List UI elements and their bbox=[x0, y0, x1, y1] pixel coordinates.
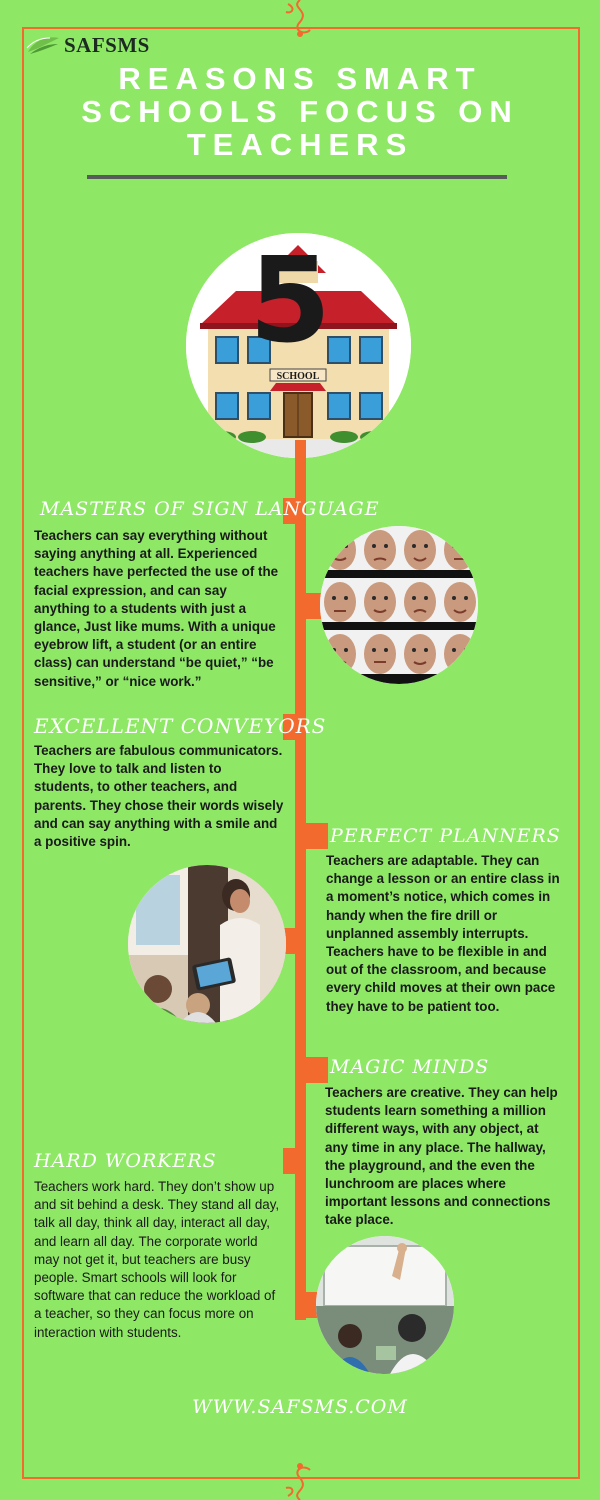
swirl-ornament-top bbox=[285, 0, 311, 37]
faces-photo bbox=[320, 526, 478, 684]
hero-number: 5 bbox=[249, 233, 331, 369]
section-body-magic-minds: Teachers are creative. They can help stu… bbox=[325, 1085, 558, 1228]
leaf-logo-icon bbox=[26, 37, 59, 54]
timeline-marker-1 bbox=[283, 498, 305, 524]
logo-text: SAFSMS bbox=[64, 32, 150, 57]
section-body-conveyors: Teachers are fabulous communicators. The… bbox=[34, 743, 284, 850]
timeline-marker-6 bbox=[306, 1057, 328, 1083]
timeline-bar bbox=[295, 440, 306, 1320]
section-body-hard-workers: Teachers work hard. They don’t show up a… bbox=[34, 1179, 280, 1340]
section-body-sign-language: Teachers can say everything without sayi… bbox=[34, 528, 279, 689]
section-heading-planners: PERFECT PLANNERS bbox=[330, 825, 561, 847]
section-heading-conveyors: EXCELLENT CONVEYORS bbox=[34, 714, 327, 738]
timeline-marker-3 bbox=[283, 714, 305, 740]
brand-logo[interactable]: SAFSMS bbox=[26, 32, 150, 58]
section-heading-hard-workers: HARD WORKERS bbox=[34, 1150, 217, 1172]
timeline-marker-7 bbox=[283, 1148, 305, 1174]
section-heading-magic-minds: MAGIC MINDS bbox=[330, 1056, 490, 1078]
classroom-tablet-photo bbox=[128, 865, 286, 1023]
timeline-marker-4 bbox=[306, 823, 328, 849]
title-divider bbox=[87, 175, 507, 179]
hero-school-illustration: SCHOOL 5 bbox=[186, 233, 411, 458]
timeline-marker-5 bbox=[283, 928, 305, 954]
section-body-planners: Teachers are adaptable. They can change … bbox=[326, 853, 560, 1014]
school-sign-text: SCHOOL bbox=[277, 371, 320, 382]
page-title: REASONS SMART SCHOOLS FOCUS ON TEACHERS bbox=[81, 61, 519, 162]
classroom-hands-photo bbox=[316, 1236, 454, 1374]
website-link[interactable]: WWW.SAFSMS.COM bbox=[192, 1396, 408, 1418]
swirl-ornament-bottom bbox=[285, 1463, 311, 1500]
section-heading-sign-language: MASTERS OF SIGN LANGUAGE bbox=[40, 498, 380, 520]
